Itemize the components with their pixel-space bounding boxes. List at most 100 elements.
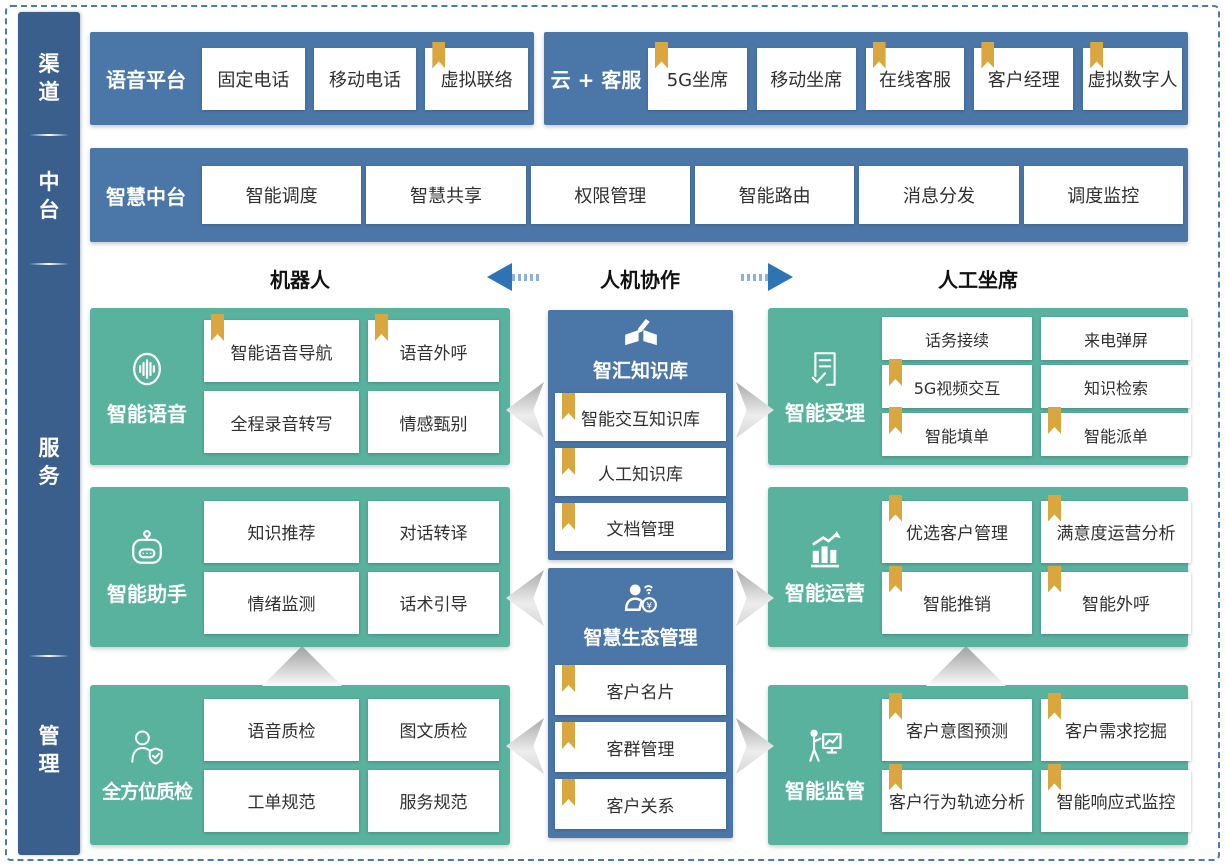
quality-inspection-box: 服务规范 bbox=[368, 769, 499, 832]
middle-platform-box: 消息分发 bbox=[859, 166, 1019, 224]
smart-voice-boxes: 智能语音导航语音外呼全程录音转写情感甄别 bbox=[204, 308, 510, 465]
voice-platform-boxes: 固定电话移动电话虚拟联络 bbox=[202, 41, 529, 110]
bookmark-ribbon-icon bbox=[1090, 41, 1104, 69]
box-label: 语音质检 bbox=[247, 722, 316, 742]
section-title: 智能运营 bbox=[785, 581, 865, 605]
section-smart-operation: 智能运营 优选客户管理满意度运营分析智能推销智能外呼 bbox=[768, 487, 1191, 647]
middle-platform-box: 调度监控 bbox=[1023, 166, 1183, 224]
bookmark-ribbon-icon bbox=[432, 41, 446, 69]
box-label: 消息分发 bbox=[902, 186, 975, 207]
section-eco-management: ¥ 智慧生态管理 客户名片客群管理客户关系 bbox=[548, 568, 733, 838]
box-label: 客户意图预测 bbox=[906, 722, 1008, 742]
middle-platform-title: 智慧中台 bbox=[106, 184, 186, 209]
bookmark-ribbon-icon bbox=[1048, 692, 1061, 720]
box-label: 客户行为轨迹分析 bbox=[889, 793, 1025, 813]
box-label: 5G坐席 bbox=[666, 69, 729, 91]
layer-divider bbox=[29, 134, 69, 136]
box-label: 智慧共享 bbox=[409, 186, 482, 207]
box-label: 智能填单 bbox=[924, 426, 989, 446]
triangle-up-icon bbox=[926, 646, 1006, 686]
middle-platform-box: 智慧共享 bbox=[366, 166, 526, 224]
bookmark-ribbon-icon bbox=[562, 779, 575, 806]
bookmark-ribbon-icon bbox=[562, 503, 575, 530]
smart-assistant-side: 智能助手 bbox=[90, 487, 204, 647]
arrow-left-icon bbox=[487, 263, 539, 291]
smart-acceptance-box: 话务接续 bbox=[882, 317, 1032, 360]
bookmark-ribbon-icon bbox=[981, 41, 995, 69]
box-label: 智能推销 bbox=[923, 595, 991, 615]
layer-label-service: 服务 bbox=[38, 436, 60, 489]
svg-text:¥: ¥ bbox=[646, 602, 652, 612]
box-label: 文档管理 bbox=[606, 519, 675, 540]
cloud-service-box: 在线客服 bbox=[865, 41, 965, 110]
box-label: 全程录音转写 bbox=[230, 414, 333, 435]
layer-label-platform: 中台 bbox=[38, 170, 60, 223]
arrow-left-head bbox=[487, 263, 512, 291]
document-check-icon bbox=[805, 348, 845, 390]
chevron-left-icon bbox=[506, 570, 544, 626]
arrow-right-tail bbox=[741, 273, 768, 281]
flow-label-robot: 机器人 bbox=[270, 268, 330, 292]
arrow-left-tail bbox=[512, 273, 539, 281]
smart-voice-side: 智能语音 bbox=[90, 308, 204, 465]
quality-inspection-box: 图文质检 bbox=[368, 698, 499, 761]
voice-platform-box: 固定电话 bbox=[202, 47, 305, 110]
smart-acceptance-box: 智能派单 bbox=[1041, 407, 1191, 456]
box-label: 5G视频交互 bbox=[913, 378, 1001, 398]
layer-divider bbox=[29, 263, 69, 265]
box-label: 在线客服 bbox=[878, 69, 951, 91]
box-label: 客户关系 bbox=[606, 796, 675, 817]
layer-sidebar: 渠道 中台 服务 管理 bbox=[18, 12, 80, 855]
cloud-service-box: 移动坐席 bbox=[756, 47, 856, 110]
person-network-icon: ¥ bbox=[621, 580, 661, 618]
smart-assistant-box: 话术引导 bbox=[368, 571, 499, 634]
quality-inspection-box: 语音质检 bbox=[204, 698, 359, 761]
layer-label-channel: 渠道 bbox=[38, 52, 60, 105]
middle-platform-box: 权限管理 bbox=[530, 166, 690, 224]
chevron-left-icon bbox=[506, 382, 544, 438]
middle-platform-box: 智能调度 bbox=[202, 166, 362, 224]
box-label: 话术引导 bbox=[399, 595, 468, 615]
cloud-service-box: 5G坐席 bbox=[648, 41, 747, 110]
section-quality-inspection: 全方位质检 语音质检图文质检工单规范服务规范 bbox=[90, 685, 510, 845]
section-smart-voice: 智能语音 智能语音导航语音外呼全程录音转写情感甄别 bbox=[90, 308, 510, 465]
triangle-up-icon bbox=[262, 646, 342, 686]
bookmark-ribbon-icon bbox=[889, 494, 902, 522]
cloud-service-bar: 云 + 客服 5G坐席移动坐席在线客服客户经理虚拟数字人 bbox=[544, 32, 1188, 125]
presenter-board-icon bbox=[803, 726, 847, 768]
bookmark-ribbon-icon bbox=[562, 665, 575, 692]
section-title: 智能受理 bbox=[785, 400, 865, 425]
section-title: 智能语音 bbox=[107, 401, 187, 426]
middle-platform-boxes: 智能调度智慧共享权限管理智能路由消息分发调度监控 bbox=[202, 166, 1183, 224]
smart-voice-box: 情感甄别 bbox=[368, 391, 499, 453]
section-smart-assistant: 智能助手 知识推荐对话转译情绪监测话术引导 bbox=[90, 487, 510, 647]
smart-acceptance-side: 智能受理 bbox=[768, 308, 882, 465]
smart-acceptance-box: 知识检索 bbox=[1041, 365, 1191, 408]
smart-operation-side: 智能运营 bbox=[768, 487, 882, 647]
layer-label-management: 管理 bbox=[38, 724, 60, 777]
box-label: 智能派单 bbox=[1083, 426, 1148, 446]
smart-assistant-box: 知识推荐 bbox=[204, 500, 359, 563]
arrow-right-icon bbox=[741, 263, 793, 291]
box-label: 智能外呼 bbox=[1082, 595, 1150, 615]
box-label: 图文质检 bbox=[399, 722, 468, 742]
bookmark-ribbon-icon bbox=[889, 407, 902, 434]
smart-voice-box: 全程录音转写 bbox=[204, 391, 359, 453]
section-title: 智能监管 bbox=[785, 779, 865, 803]
eco-management-box: 客户关系 bbox=[555, 779, 726, 829]
bookmark-ribbon-icon bbox=[889, 763, 902, 791]
voice-platform-box: 虚拟联络 bbox=[425, 41, 529, 110]
smart-assistant-boxes: 知识推荐对话转译情绪监测话术引导 bbox=[204, 487, 510, 647]
box-label: 情感甄别 bbox=[399, 414, 468, 435]
knowledge-base-boxes: 智能交互知识库人工知识库文档管理 bbox=[548, 390, 733, 551]
voice-platform-title: 语音平台 bbox=[106, 68, 186, 92]
smart-acceptance-box: 5G视频交互 bbox=[882, 359, 1032, 408]
smart-assistant-box: 对话转译 bbox=[368, 500, 499, 563]
cloud-service-boxes: 5G坐席移动坐席在线客服客户经理虚拟数字人 bbox=[648, 41, 1182, 110]
smart-supervision-box: 智能响应式监控 bbox=[1041, 763, 1191, 832]
smart-voice-box: 语音外呼 bbox=[368, 314, 499, 382]
bookmark-ribbon-icon bbox=[211, 314, 224, 341]
box-label: 虚拟联络 bbox=[440, 69, 513, 91]
